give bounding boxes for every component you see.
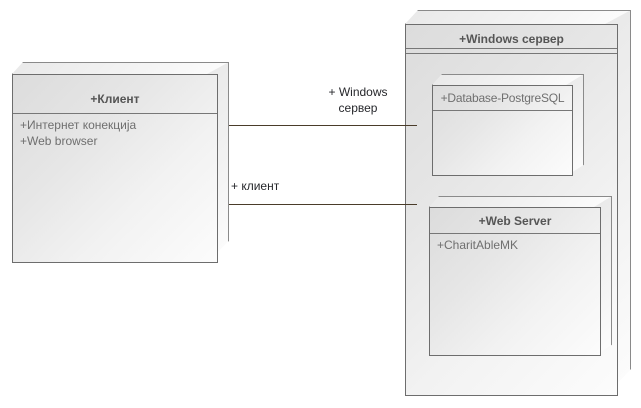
client-node-title: +Клиент xyxy=(90,92,140,106)
connector-client-to-server-label: + Windows сервер xyxy=(310,84,406,116)
web-server-separator xyxy=(430,233,600,234)
web-server-title: +Web Server xyxy=(478,214,552,228)
client-node-top-face xyxy=(12,62,229,74)
web-server-attributes: +CharitAbleMK xyxy=(437,237,518,253)
windows-server-top-face xyxy=(405,10,631,24)
node-windows-server[interactable]: +Windows сервер +Database-PostgreSQL +We… xyxy=(405,10,631,396)
client-attribute-0: +Интернет конекција xyxy=(20,118,137,132)
node-client[interactable]: +Клиент +Интернет конекција +Web browser xyxy=(12,62,229,263)
component-web-server[interactable]: +Web Server +CharitAbleMK xyxy=(429,196,612,356)
database-top-face xyxy=(432,74,584,85)
connector-client-to-server-label-line1: + Windows xyxy=(328,85,388,99)
connector-server-to-client-label: + клиент xyxy=(231,178,351,194)
database-front-face xyxy=(432,85,573,176)
client-node-separator xyxy=(13,113,217,114)
windows-server-separator-2 xyxy=(406,53,617,54)
client-node-attributes: +Интернет конекција +Web browser xyxy=(20,117,136,149)
web-server-top-face xyxy=(429,196,612,207)
windows-server-separator-1 xyxy=(406,48,617,49)
component-database[interactable]: +Database-PostgreSQL xyxy=(432,74,584,176)
connector-client-to-server-line xyxy=(229,125,417,126)
database-title: +Database-PostgreSQL xyxy=(440,91,565,105)
client-attribute-1: +Web browser xyxy=(20,134,98,148)
database-separator xyxy=(433,110,572,111)
connector-server-to-client-label-line1: + клиент xyxy=(231,179,280,193)
client-node-front-face xyxy=(12,74,218,263)
web-server-attribute-0: +CharitAbleMK xyxy=(437,238,519,252)
connector-client-to-server-label-line2: сервер xyxy=(338,101,378,115)
windows-server-title: +Windows сервер xyxy=(459,32,564,46)
web-server-front-face xyxy=(429,207,601,356)
connector-server-to-client-line xyxy=(229,204,417,205)
